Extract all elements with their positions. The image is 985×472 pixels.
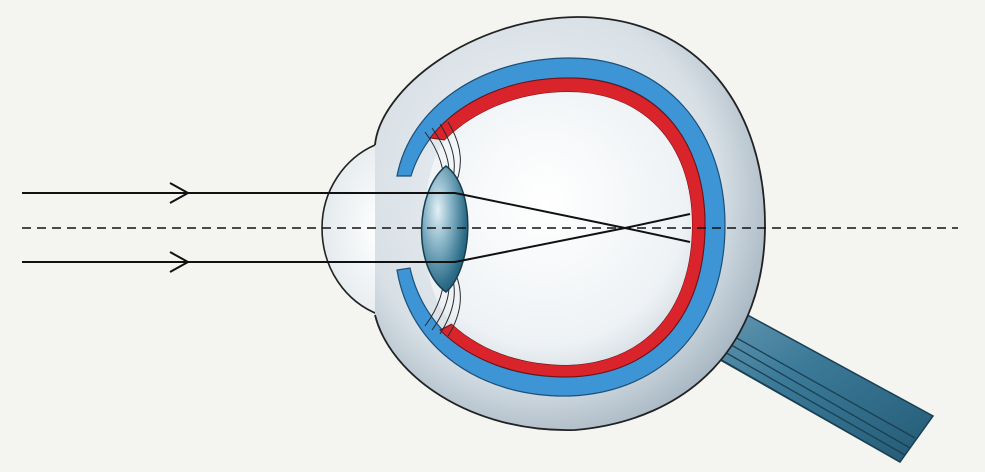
vitreous-body bbox=[425, 92, 692, 365]
lens bbox=[420, 165, 469, 293]
ray-arrows bbox=[169, 182, 189, 273]
light-rays bbox=[22, 192, 691, 263]
lower-ray bbox=[22, 213, 691, 263]
lower-arrow-icon bbox=[169, 251, 189, 273]
upper-arrow-icon bbox=[169, 182, 189, 204]
upper-ray bbox=[22, 192, 691, 243]
